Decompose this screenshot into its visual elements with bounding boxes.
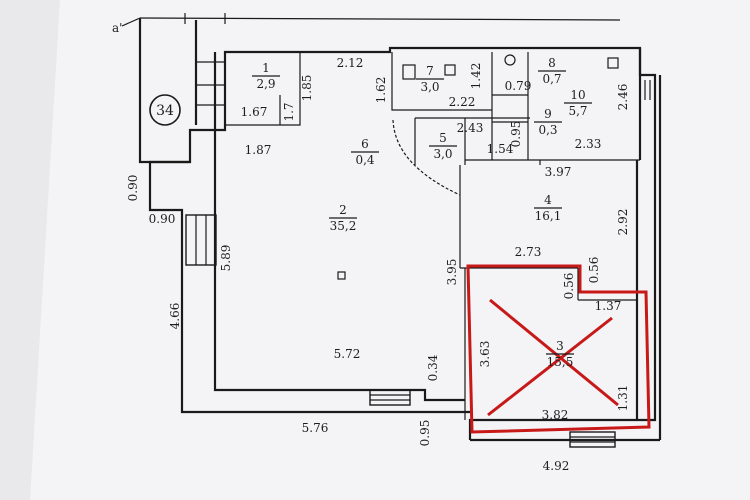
dimension-label: 1.67 [241, 105, 268, 119]
room-5-label: 53,0 [429, 131, 457, 161]
dimension-label: 5.72 [334, 347, 361, 361]
room-4-area: 16,1 [535, 209, 562, 223]
room-5-area: 3,0 [433, 147, 452, 161]
room-3-area: 15,5 [547, 355, 574, 369]
dimension-label: 0.90 [149, 212, 176, 226]
svg-text:34: 34 [156, 103, 174, 119]
dimension-label: 5.89 [219, 245, 233, 272]
dimension-labels: 2.12 1.85 1.67 1.7 1.87 1.62 1.42 0.79 2.22 2.43 0… [126, 56, 630, 473]
dimension-label: 1.31 [616, 385, 630, 412]
dimension-label: 3.95 [445, 259, 459, 286]
room-7-area: 3,0 [420, 80, 439, 94]
room-1-number: 1 [262, 61, 270, 75]
room-1-area: 2,9 [256, 77, 275, 91]
room-1-label: 12,9 [252, 61, 280, 91]
room-8-number: 8 [548, 56, 556, 70]
window-east [644, 80, 651, 100]
room-6-area: 0,4 [355, 153, 374, 167]
dimension-label: 2.73 [515, 245, 542, 259]
dimension-label: 0.95 [509, 121, 523, 148]
room-10-area: 5,7 [568, 104, 587, 118]
dimension-label: 4.92 [543, 459, 570, 473]
room-10-label: 105,7 [564, 88, 592, 118]
room-labels: 12,9235,2315,5416,153,060,473,080,790,31… [252, 56, 592, 369]
door-arc [392, 119, 461, 196]
dimension-label: 1.87 [245, 143, 272, 157]
fixtures [337, 54, 619, 280]
room-8-label: 80,7 [538, 56, 566, 86]
dimension-label: 1.37 [595, 299, 622, 313]
dimension-label: 1.54 [487, 142, 514, 156]
room-7-label: 73,0 [416, 64, 444, 94]
dimension-label: 2.33 [575, 137, 602, 151]
dimension-label: 4.66 [168, 303, 182, 330]
dimension-label: 0.56 [587, 257, 601, 284]
dimension-label: 3.82 [542, 408, 569, 422]
room-7-number: 7 [426, 64, 434, 78]
partitions-south [460, 267, 637, 420]
dimension-label: 1.7 [282, 102, 296, 121]
dimension-label: 0.95 [418, 420, 432, 447]
partitions-north [391, 52, 640, 268]
room-9-label: 90,3 [534, 107, 562, 137]
dimension-label: 2.22 [449, 95, 476, 109]
dimension-label: 0.79 [505, 79, 532, 93]
dimension-label: 0.34 [426, 354, 440, 381]
highlight-room-3 [466, 264, 651, 434]
window-south [369, 389, 411, 406]
room-6-label: 60,4 [351, 137, 379, 167]
dimension-label: 3.63 [478, 341, 492, 368]
dimension-label: 0.90 [126, 175, 140, 202]
room-2-area: 35,2 [330, 219, 357, 233]
dimension-label: 2.92 [616, 209, 630, 236]
cross-stroke-1 [489, 298, 619, 407]
room-4-number: 4 [544, 193, 552, 207]
dimension-label: 2.43 [457, 121, 484, 135]
room-5-number: 5 [439, 131, 447, 145]
dimension-label: 3.97 [545, 165, 572, 179]
partition-room-1 [196, 52, 301, 126]
room-2-number: 2 [339, 203, 347, 217]
cross-stroke-2 [487, 316, 613, 417]
room-4-label: 416,1 [534, 193, 562, 223]
room-2-label: 235,2 [329, 203, 357, 233]
room-3-number: 3 [556, 339, 564, 353]
window-south-room3 [569, 431, 616, 448]
room-6-number: 6 [361, 137, 369, 151]
dimension-label: 1.42 [469, 63, 483, 90]
dimension-label: 5.76 [302, 421, 329, 435]
room-3-label: 315,5 [546, 339, 574, 369]
room-8-area: 0,7 [542, 72, 561, 86]
dimension-label: 1.62 [374, 77, 388, 104]
dimension-label: 0.56 [562, 273, 576, 300]
room-10-number: 10 [570, 88, 585, 102]
window-west [185, 214, 217, 266]
dimension-label: 1.85 [300, 75, 314, 102]
outer-walls [138, 18, 662, 442]
dimension-label: 2.12 [337, 56, 364, 70]
room-9-number: 9 [544, 107, 552, 121]
axis-mark: a' [112, 21, 122, 35]
building-number-badge: 34 [149, 94, 181, 126]
dimension-label: 2.46 [616, 84, 630, 111]
room-9-area: 0,3 [538, 123, 557, 137]
